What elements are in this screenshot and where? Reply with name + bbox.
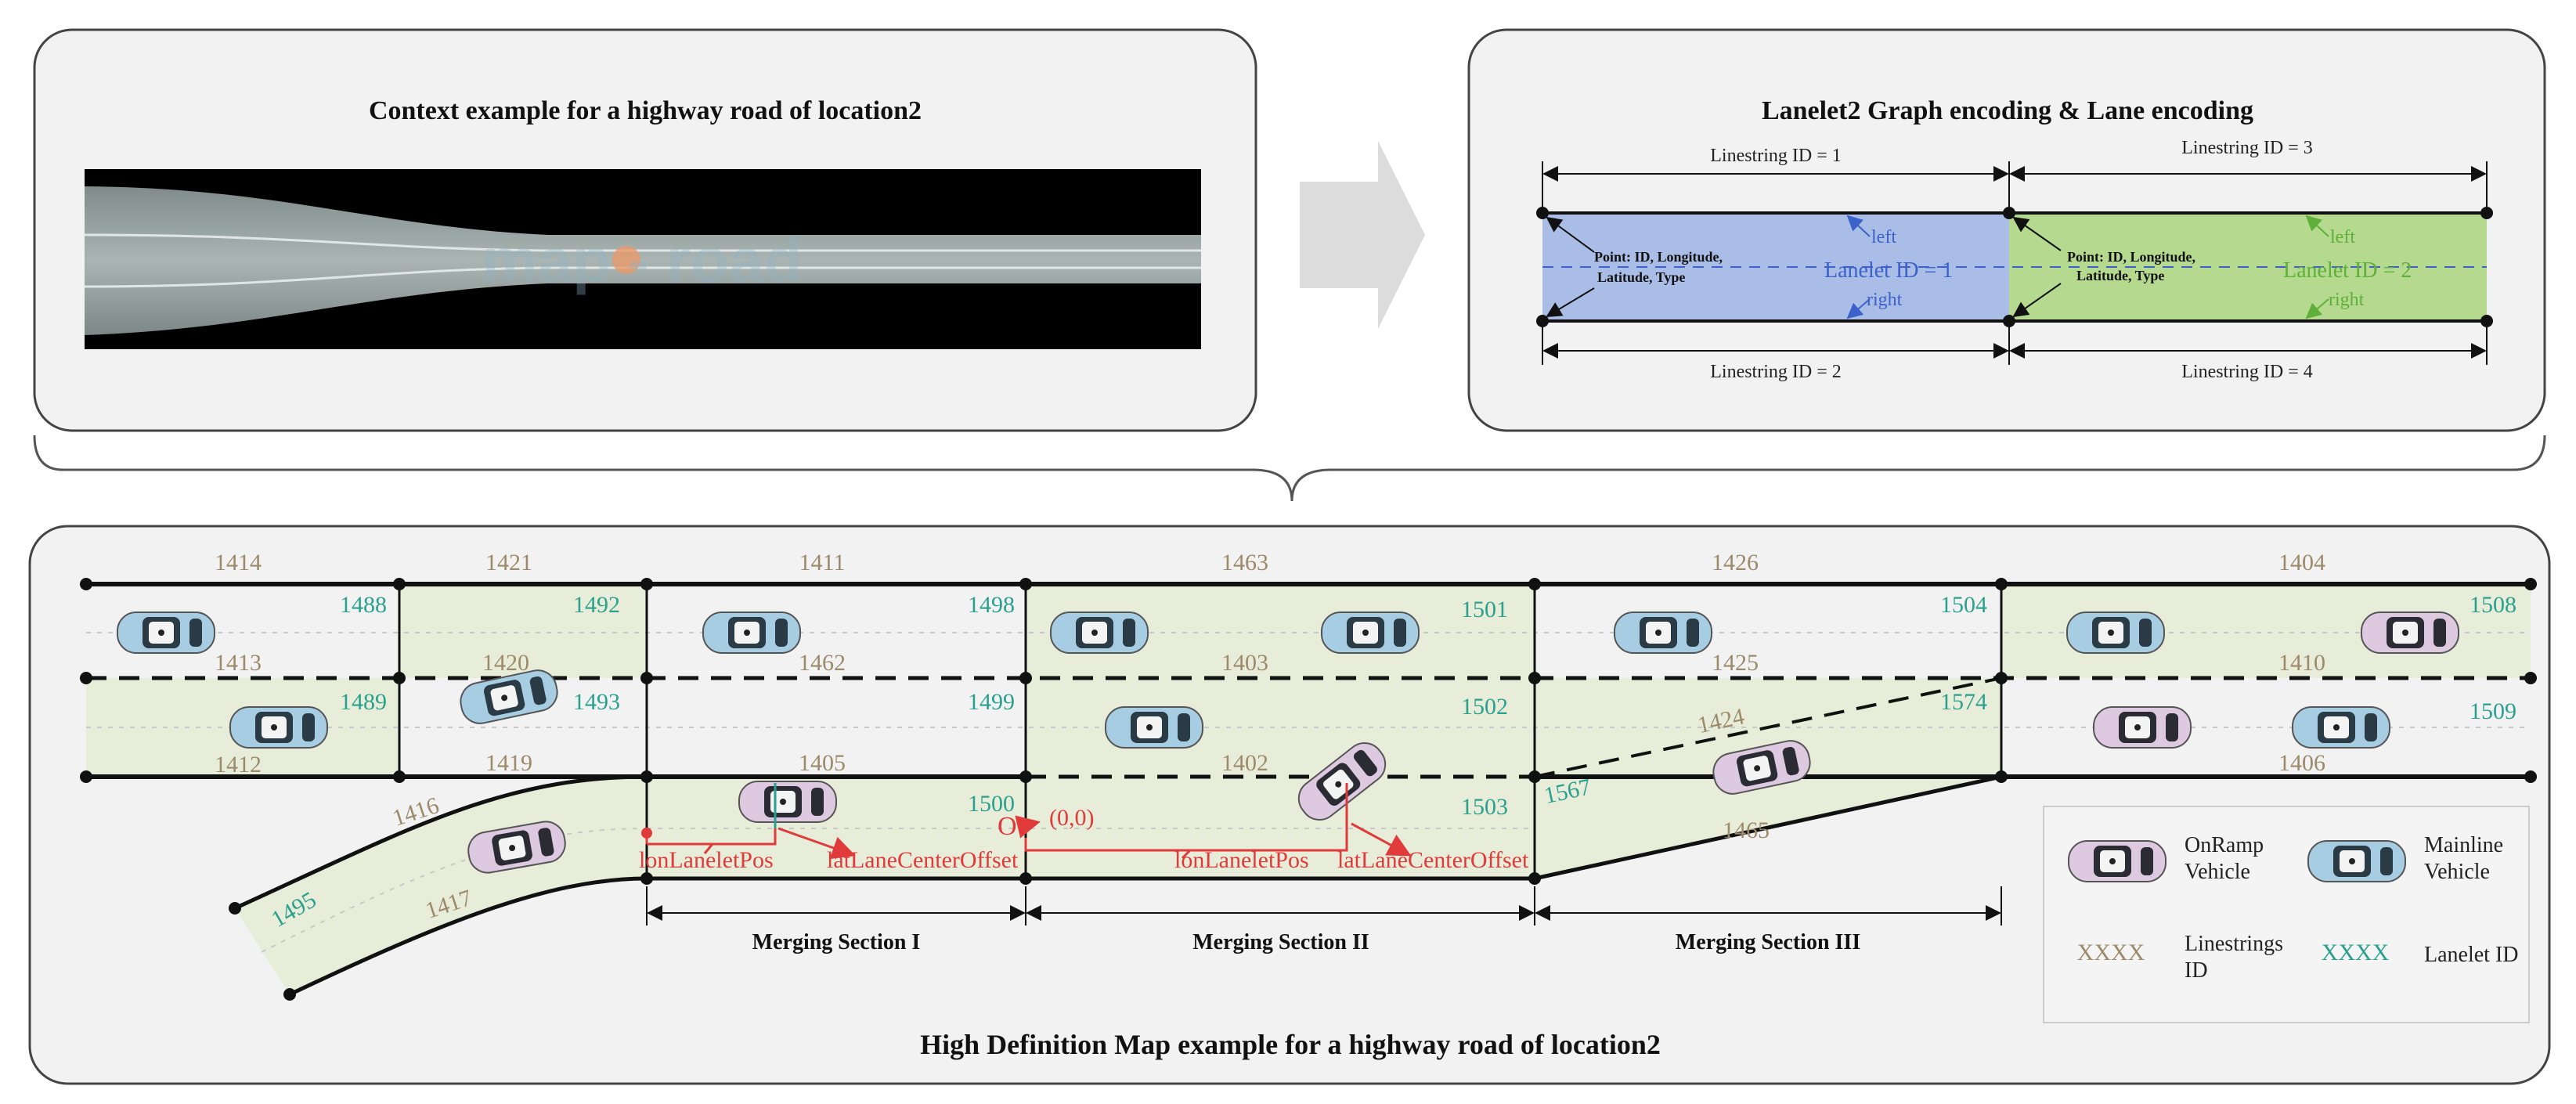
brace [33,435,2546,502]
mainline-vehicle-4 [702,612,801,654]
ls-1414: 1414 [215,550,262,575]
ls-1463: 1463 [1221,550,1268,575]
ls-1410: 1410 [2278,650,2325,676]
onramp-vehicle-1 [2361,612,2459,654]
ramp-top-curve [233,774,648,911]
legend-mainline-icon [2307,840,2406,882]
section-dimensions: Merging Section I Merging Section II Mer… [646,886,2002,954]
right-label-1: right [1867,290,1903,310]
aerial-road: map - road [84,186,1201,335]
mainline-vehicle-1 [117,612,215,654]
linestring-2-label: Linestring ID = 2 [1710,362,1842,382]
ls-1403: 1403 [1221,650,1268,676]
aerial-watermark: map - road [482,225,803,295]
linestring-4-label: Linestring ID = 4 [2181,362,2313,382]
linestring-ids: 1414 1421 1411 1463 1426 1404 1413 1420 … [215,550,2325,924]
ls-1406: 1406 [2278,750,2325,776]
onramp-vehicle-2 [2093,706,2192,749]
point-label-2a: Point: ID, Longitude, [2067,249,2195,265]
ls-1413: 1413 [215,650,262,676]
left-label-1: left [1871,227,1896,247]
mainline-vehicle-5 [1050,612,1149,654]
origin-marker: O [998,812,1017,841]
ll-1498: 1498 [968,592,1015,618]
ll-1499: 1499 [968,689,1015,715]
ls-1426: 1426 [1712,550,1759,575]
lon-laneletpos-2: lonLaneletPos [1174,847,1309,873]
legend-xxxx-brown: XXXX [2077,940,2145,965]
legend-mainline-a: Mainline [2424,833,2503,857]
flow-arrow [1300,141,1425,329]
ls-1412: 1412 [215,752,262,777]
encoding-points [1536,207,2493,327]
lon-laneletpos-1: lonLaneletPos [639,847,774,873]
ll-1488: 1488 [340,592,387,618]
ll-1508: 1508 [2470,592,2516,618]
legend-onramp-a: OnRamp [2185,833,2264,857]
lanelet-1-label: Lanelet ID = 1 [1824,258,1953,283]
ls-1462: 1462 [799,650,846,676]
right-label-2: right [2329,290,2365,310]
hdmap-title: High Definition Map example for a highwa… [920,1029,1661,1060]
legend-onramp-b: Vehicle [2185,860,2250,884]
hd-merge-line [1534,774,2002,881]
mainline-vehicle-6 [1321,612,1420,654]
legend-xxxx-teal: XXXX [2322,940,2390,965]
legend-linestrings-b: ID [2185,958,2208,983]
position-annotations: lonLaneletPos latLaneCenterOffset O (0,0… [639,783,1529,873]
legend-mainline-b: Vehicle [2424,860,2490,884]
point-label-1a: Point: ID, Longitude, [1594,249,1723,265]
merging-section-3: Merging Section III [1676,930,1860,954]
mainline-vehicle-7 [1105,706,1203,749]
merging-section-1: Merging Section I [752,930,921,954]
ll-1504: 1504 [1940,592,1987,618]
encoding-title: Lanelet2 Graph encoding & Lane encoding [1762,96,2253,125]
ll-1501: 1501 [1461,597,1508,622]
ls-1405: 1405 [799,750,846,776]
ls-1402: 1402 [1221,750,1268,776]
context-title: Context example for a highway road of lo… [369,96,922,125]
legend-onramp-icon [2068,840,2167,882]
legend: OnRamp Vehicle Mainline Vehicle XXXX Lin… [2043,806,2530,1023]
lat-lanecenter-1: latLaneCenterOffset [827,847,1019,873]
linestring-3-label: Linestring ID = 3 [2181,138,2313,158]
ls-1421: 1421 [485,550,532,575]
lane-fills [86,586,2531,994]
lanelet-2-label: Lanelet ID = 2 [2283,258,2412,283]
ll-1492: 1492 [573,592,620,618]
ls-1425: 1425 [1712,650,1759,676]
ls-1420: 1420 [482,650,529,676]
hd-points [80,578,2537,1001]
lat-lanecenter-2: latLaneCenterOffset [1337,847,1529,873]
ll-1489: 1489 [340,689,387,715]
legend-lanelet: Lanelet ID [2424,943,2519,967]
ll-1500: 1500 [968,791,1015,817]
ll-1509: 1509 [2470,698,2516,724]
mainline-vehicle-9 [2066,612,2165,654]
point-label-1b: Latitude, Type [1597,269,1685,285]
ramp-bottom-curve [288,876,648,997]
lanelet-ids: 1488 1492 1498 1501 1504 1508 1489 1493 … [267,592,2516,933]
linestring-1-label: Linestring ID = 1 [1710,146,1842,166]
ls-1419: 1419 [485,750,532,776]
ll-1503: 1503 [1461,794,1508,820]
ls-1404: 1404 [2278,550,2325,575]
onramp-vehicle-5 [738,781,837,823]
merging-section-2: Merging Section II [1192,930,1369,954]
ls-1465: 1465 [1723,817,1770,843]
origin-label: (0,0) [1049,805,1094,831]
hd-merge-dashed [1534,676,2002,778]
left-label-2: left [2330,227,2355,247]
ls-1411: 1411 [799,550,846,575]
mainline-vehicle-2 [229,706,328,749]
legend-linestrings-a: Linestrings [2185,932,2283,956]
ll-1502: 1502 [1461,694,1508,720]
ll-1493: 1493 [573,689,620,715]
ll-1574: 1574 [1940,689,1987,715]
mainline-vehicle-10 [2292,706,2390,749]
mainline-vehicle-8 [1614,612,1712,654]
center-lines [86,632,2531,953]
point-label-2b: Latitude, Type [2076,268,2164,283]
